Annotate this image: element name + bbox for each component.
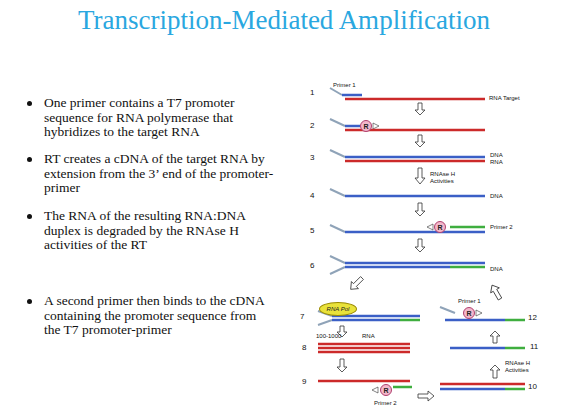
primer-strand: [400, 319, 420, 322]
promoter-tail: [330, 119, 345, 126]
step-number: 9: [302, 377, 306, 386]
dna-strand: [345, 266, 450, 269]
figure-label: Primer 2: [374, 400, 397, 407]
rna-strand: [318, 351, 410, 354]
promoter-tail: [330, 150, 345, 157]
dna-strand: [445, 319, 505, 322]
step-arrow: [415, 103, 425, 115]
step-number: 2: [310, 121, 314, 130]
step-arrow: [415, 135, 425, 147]
promoter-tail: [330, 256, 345, 263]
primer-strand: [393, 386, 412, 389]
enzyme-circle: R: [380, 384, 392, 396]
bullet-text: The RNA of the resulting RNA:DNA duplex …: [44, 209, 276, 253]
step-number: 1: [310, 88, 314, 97]
enzyme-circle: R: [434, 221, 446, 233]
step-arrow: [347, 274, 365, 292]
step-number: 7: [300, 312, 304, 321]
dna-strand: [345, 195, 485, 198]
figure-label: RNA: [362, 333, 375, 340]
dna-strand: [440, 388, 505, 391]
promoter-tail: [330, 189, 345, 196]
rna-strand: [440, 383, 525, 386]
figure-label: Primer 1: [333, 82, 356, 89]
promoter-tail: [330, 267, 345, 274]
direction-arrow: [372, 387, 378, 393]
step-number: 3: [310, 153, 314, 162]
dna-strand: [345, 125, 360, 128]
figure-label: RNAse H Activities: [505, 360, 535, 373]
figure-label: 100-1000: [316, 333, 341, 340]
figure-label: RNA: [490, 159, 503, 166]
dna-strand: [345, 231, 485, 234]
rna-strand: [318, 343, 410, 346]
dna-strand: [345, 156, 485, 159]
primer-strand: [505, 347, 525, 350]
figure-label: RNAse H Activities: [430, 171, 460, 184]
node-text: R: [363, 123, 368, 130]
direction-arrow: [373, 123, 379, 129]
bullet-text: A second primer then binds to the cDNA c…: [44, 294, 276, 338]
step-arrow: [418, 391, 434, 401]
step-number: 12: [528, 313, 537, 322]
dna-strand: [345, 262, 485, 265]
step-arrow: [415, 203, 425, 216]
step-number: 5: [310, 226, 314, 235]
promoter-tail: [330, 88, 342, 95]
bullet-text: RT creates a cDNA of the target RNA by e…: [44, 152, 276, 196]
title: Transcription-Mediated Amplification: [0, 4, 568, 36]
primer-strand: [505, 388, 525, 391]
promoter-tail: [318, 320, 332, 325]
rna-strand: [318, 347, 410, 350]
node-text: R: [466, 310, 471, 317]
enzyme-circle: R: [463, 307, 475, 319]
dna-strand: [332, 319, 400, 322]
figure-label: DNA: [490, 266, 503, 273]
step-arrow: [490, 365, 500, 378]
step-number: 11: [530, 342, 538, 351]
dna-strand: [450, 347, 505, 350]
primer-strand: [505, 319, 525, 322]
rna-strand: [318, 380, 410, 383]
rna-strand: [345, 160, 485, 163]
figure-label: RNA Target: [489, 95, 520, 102]
primer-strand: [450, 226, 485, 229]
enzyme-circle: R: [360, 120, 372, 132]
step-arrow: [337, 359, 347, 372]
step-arrow: [415, 168, 425, 184]
bullet-text: One primer contains a T7 promoter sequen…: [44, 96, 276, 140]
promoter-tail: [330, 225, 345, 232]
step-arrow: [490, 331, 500, 343]
figure-label: DNA: [490, 193, 503, 200]
node-text: R: [437, 224, 442, 231]
rna-strand: [345, 98, 485, 101]
step-number: 10: [528, 382, 537, 391]
step-arrow: [415, 239, 425, 252]
node-text: RNA Pol: [327, 306, 350, 312]
figure-label: Primer 1: [458, 298, 481, 305]
direction-arrow: [427, 224, 433, 230]
step-number: 8: [302, 343, 306, 352]
primer-strand: [342, 94, 362, 97]
step-number: 4: [310, 191, 314, 200]
promoter-tail: [440, 307, 455, 313]
step-number: 6: [310, 261, 314, 270]
primer-strand: [450, 266, 485, 269]
figure-label: Primer 2: [490, 224, 513, 231]
polymerase-ellipse: RNA Pol: [319, 302, 357, 316]
figure-label: DNA: [490, 152, 503, 159]
direction-arrow: [476, 310, 482, 316]
node-text: R: [383, 387, 388, 394]
step-arrow: [488, 283, 505, 302]
